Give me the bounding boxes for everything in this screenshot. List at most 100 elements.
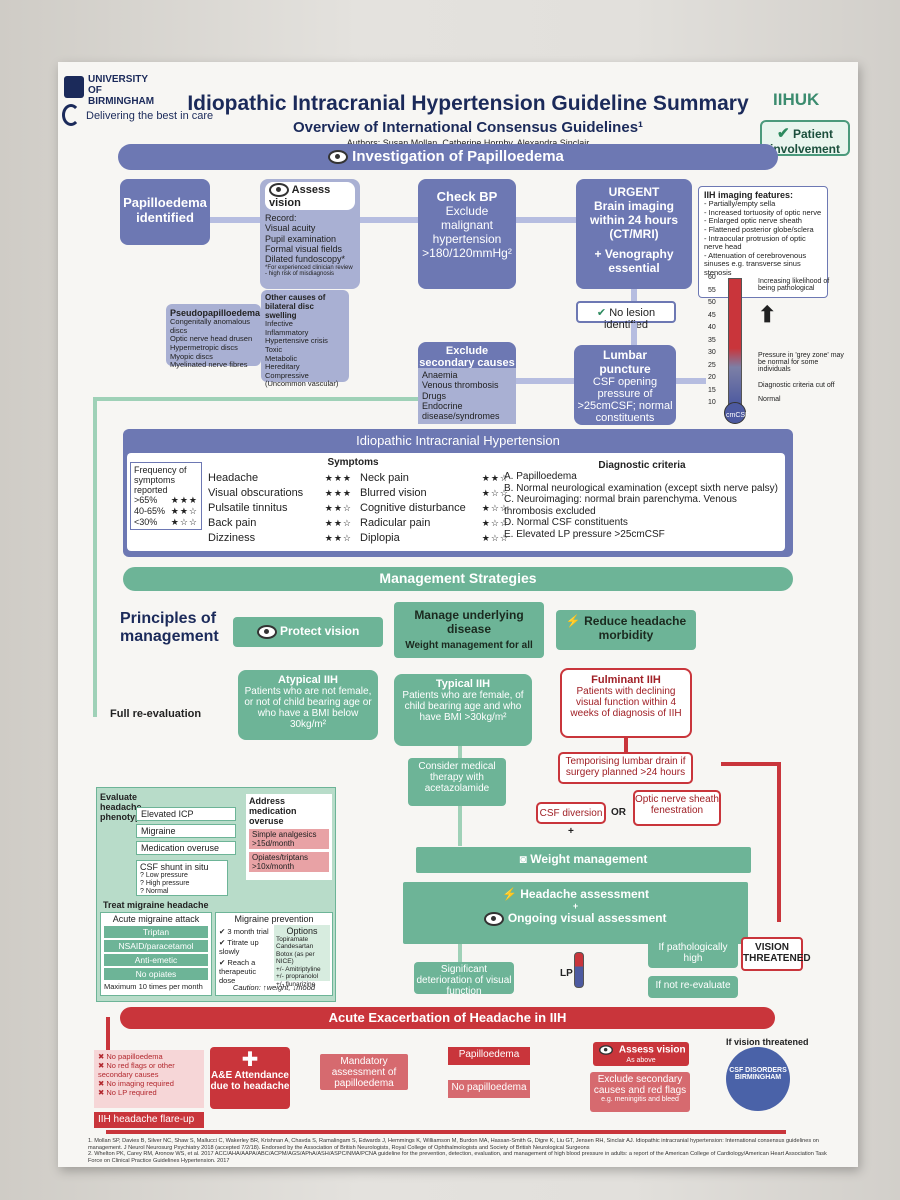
exclude-item: Venous thrombosis (422, 380, 499, 391)
visual-assessment-label: Ongoing visual assessment (507, 911, 667, 925)
prevention-title: Migraine prevention (234, 914, 314, 924)
shunt-item: ? Normal (140, 888, 169, 896)
gauge-tick: 20 (708, 374, 716, 381)
tagline: Delivering the best in care (86, 110, 214, 122)
flare-item: ✖ No papilloedema (98, 1052, 163, 1061)
no-papilloedema-arrow: No papilloedema (448, 1080, 530, 1098)
pseudo-item: Congenitally anomalous discs (170, 317, 251, 335)
eye-icon (256, 624, 277, 639)
gauge-tick: 45 (708, 311, 716, 319)
red-line (624, 738, 628, 752)
assess-item: Dilated fundoscopy* (265, 254, 346, 265)
plus-label: + (568, 826, 574, 837)
lightning-icon: ⚡ (501, 887, 517, 901)
frequency-title: Frequency of symptoms reported (134, 465, 187, 495)
overuse-item: Simple analgesics >15d/month (249, 829, 329, 849)
red-line (721, 762, 781, 766)
arrow (631, 323, 637, 345)
caution-text: Caution: ↑weight, ↓mood (232, 983, 316, 992)
weight-all-label: Weight management for all (405, 640, 533, 651)
symptom-name: Visual obscurations (208, 487, 304, 499)
other-cause-item: Toxic (265, 344, 283, 354)
gauge-tick: 55 (708, 286, 716, 294)
symptom-row: Cognitive disturbance★☆☆ (360, 501, 515, 516)
symptom-stars: ★★★ (324, 473, 352, 483)
symptoms-left: Headache★★★Visual obscurations★★★Pulsati… (208, 471, 358, 546)
urgent-text: Brain imaging within 24 hours (CT/MRI) (589, 199, 678, 241)
dx-item: C. Neuroimaging: normal brain parenchyma… (504, 494, 737, 517)
pseudo-item: Myopic discs (170, 351, 213, 361)
acute-banner: Acute Exacerbation of Headache in IIH (120, 1007, 775, 1029)
arrow (210, 217, 260, 223)
other-causes-title: Other causes of bilateral disc swelling (265, 293, 326, 320)
imaging-item: - Flattened posterior globe/sclera (704, 224, 814, 234)
symptom-name: Diplopia (360, 532, 400, 544)
ae-box: ✚ A&E Attendance due to headache (210, 1047, 290, 1109)
acute-title: Acute migraine attack (112, 914, 200, 924)
symptom-row: Radicular pain★☆☆ (360, 516, 515, 531)
fulminant-box: Fulminant IIH Patients with declining vi… (560, 668, 692, 738)
dx-title: Diagnostic criteria (598, 460, 686, 471)
option-item: Topiramate (276, 936, 309, 943)
gauge-note-cutoff: Diagnostic criteria cut off (758, 382, 835, 389)
gauge-tick: 50 (708, 299, 716, 306)
flow-line (458, 746, 462, 758)
iihuk-logo: IIHUK (773, 90, 820, 109)
as-above-label: As above (626, 1057, 656, 1064)
symptom-stars: ★★☆ (481, 473, 509, 483)
eye-icon (328, 150, 348, 165)
symptom-stars: ★★★ (324, 488, 352, 498)
pseudopapilloedema-box: Pseudopapilloedema Congenitally anomalou… (166, 304, 261, 369)
symptom-name: Pulsatile tinnitus (208, 502, 288, 514)
gauge-tick: 35 (708, 336, 716, 344)
symptom-stars: ★★☆ (324, 533, 352, 543)
ae-label: A&E Attendance due to headache (210, 1070, 290, 1092)
no-lesion-text: No lesion identified (603, 307, 656, 331)
other-cause-item: Metabolic (265, 353, 298, 363)
flow-line (458, 944, 462, 962)
symptom-name: Cognitive disturbance (360, 502, 466, 514)
shunt-list: ? Low pressure? High pressure? Normal (140, 872, 224, 896)
overuse-box: Address medication overuse Simple analge… (246, 794, 332, 880)
feedback-line (93, 397, 418, 401)
flow-line (458, 806, 462, 846)
phenotype-item: Migraine (136, 824, 236, 838)
option-item: +/- Amitriptyline (276, 965, 321, 973)
flare-box: ✖ No papilloedema✖ No red flags or other… (94, 1050, 204, 1108)
symptom-row: Dizziness★★☆ (208, 531, 358, 546)
arrow (360, 217, 418, 223)
or-label: OR (611, 807, 626, 818)
gauge-unit: cmCSF (726, 412, 750, 419)
onsf-box: Optic nerve sheath fenestration (633, 790, 721, 826)
protect-vision-label: Protect vision (279, 624, 360, 638)
other-cause-item: Compressive (265, 370, 309, 380)
dx-item: D. Normal CSF constituents (504, 517, 628, 528)
symptom-row: Pulsatile tinnitus ★★☆ (208, 501, 358, 516)
gauge-note-pathological: Increasing likelihood of being pathologi… (758, 278, 830, 292)
imaging-item: - Attenuation of cerebrovenous sinuses e… (704, 250, 807, 277)
dx-item: E. Elevated LP pressure >25cmCSF (504, 528, 665, 540)
imaging-item: - Intraocular protrusion of optic nerve … (704, 233, 806, 252)
other-cause-item: Hereditary (265, 362, 300, 372)
symptom-stars: ★★☆ (324, 503, 352, 513)
gauge-tube (728, 278, 742, 406)
symptom-name: Back pain (208, 517, 257, 529)
assess-item: Formal visual fields (265, 244, 343, 255)
symptom-row: Visual obscurations ★★★ (208, 486, 358, 501)
csf-diversion-box: CSF diversion (536, 802, 606, 824)
symptom-stars: ★☆☆ (481, 488, 509, 498)
gauge-tick: 60 (708, 274, 716, 281)
symptom-row: Neck pain★★☆ (360, 471, 515, 486)
lp-label: LP (560, 968, 573, 979)
exclude-item: Endocrine disease/syndromes (422, 401, 500, 422)
lp-text: CSF opening pressure of >25cmCSF; normal… (577, 376, 673, 424)
acute-item: NSAID/paracetamol (104, 940, 208, 952)
